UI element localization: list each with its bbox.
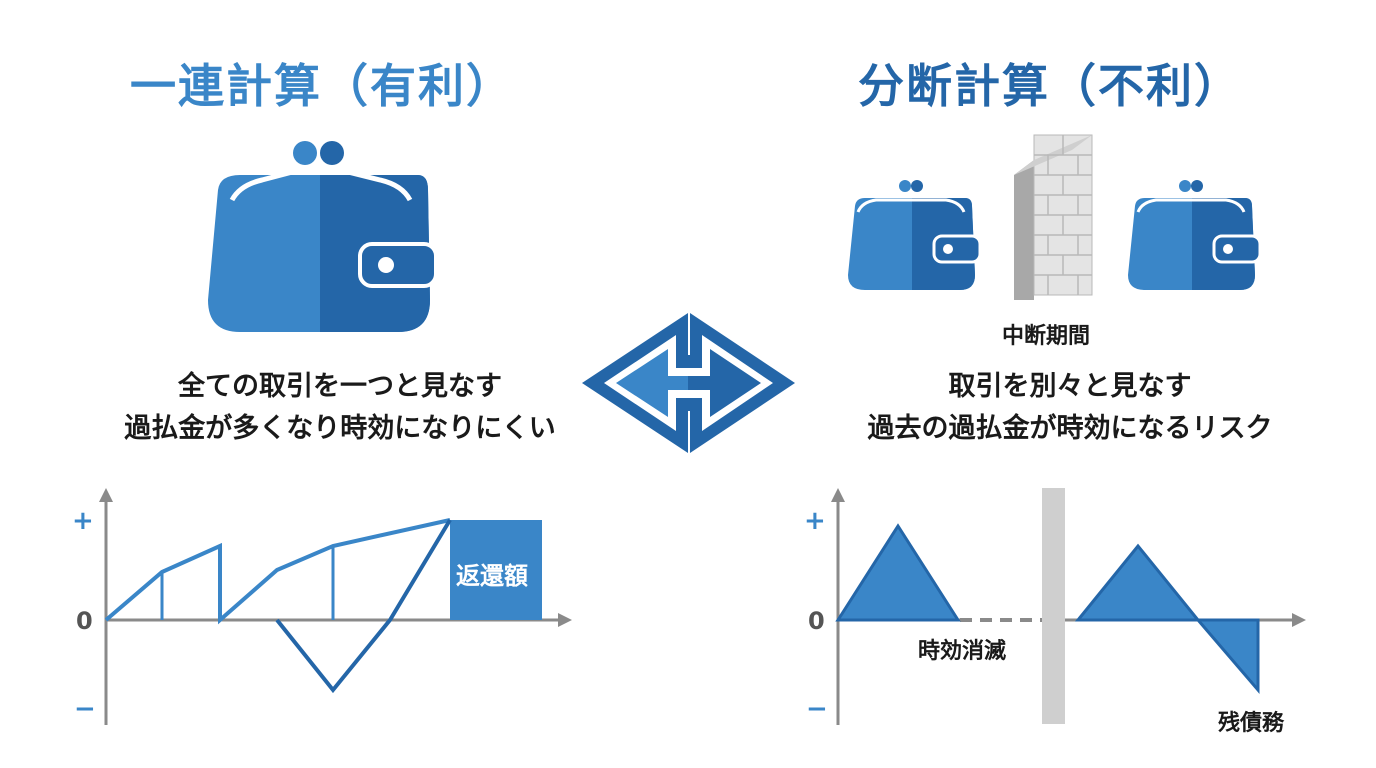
- right-title: 分断計算（不利）: [858, 59, 1242, 113]
- right-minus-sign: −: [806, 694, 828, 724]
- wall-label: 中断期間: [1002, 324, 1091, 349]
- refund-bar: [450, 520, 542, 620]
- large-wallet-icon: [208, 141, 438, 332]
- right-zero-label: 0: [808, 607, 825, 635]
- left-desc-line2: 過払金が多くなり時効になりにくい: [124, 413, 556, 444]
- right-chart: [831, 488, 1306, 725]
- left-plus-sign: +: [72, 506, 94, 536]
- right-plus-sign: +: [804, 506, 826, 536]
- right-description: 取引を別々と見なす 過去の過払金が時効になるリスク: [790, 366, 1350, 450]
- refund-label: 返還額: [456, 562, 528, 590]
- brick-wall-icon: [1014, 134, 1093, 300]
- expired-label: 時効消滅: [918, 639, 1007, 664]
- left-description: 全ての取引を一つと見なす 過払金が多くなり時効になりにくい: [60, 366, 620, 450]
- left-chart: [99, 488, 572, 725]
- left-title: 一連計算（有利）: [130, 59, 514, 113]
- small-wallet-icon-1: [848, 180, 982, 290]
- interruption-wall: [1042, 488, 1065, 724]
- double-arrow-icon: [582, 313, 795, 453]
- residual-debt-label: 残債務: [1218, 711, 1285, 736]
- left-desc-line1: 全ての取引を一つと見なす: [178, 371, 502, 402]
- right-desc-line1: 取引を別々と見なす: [948, 371, 1192, 402]
- left-zero-label: 0: [76, 607, 93, 635]
- small-wallet-icon-2: [1128, 180, 1262, 290]
- right-desc-line2: 過去の過払金が時効になるリスク: [867, 413, 1273, 444]
- left-minus-sign: −: [74, 694, 96, 724]
